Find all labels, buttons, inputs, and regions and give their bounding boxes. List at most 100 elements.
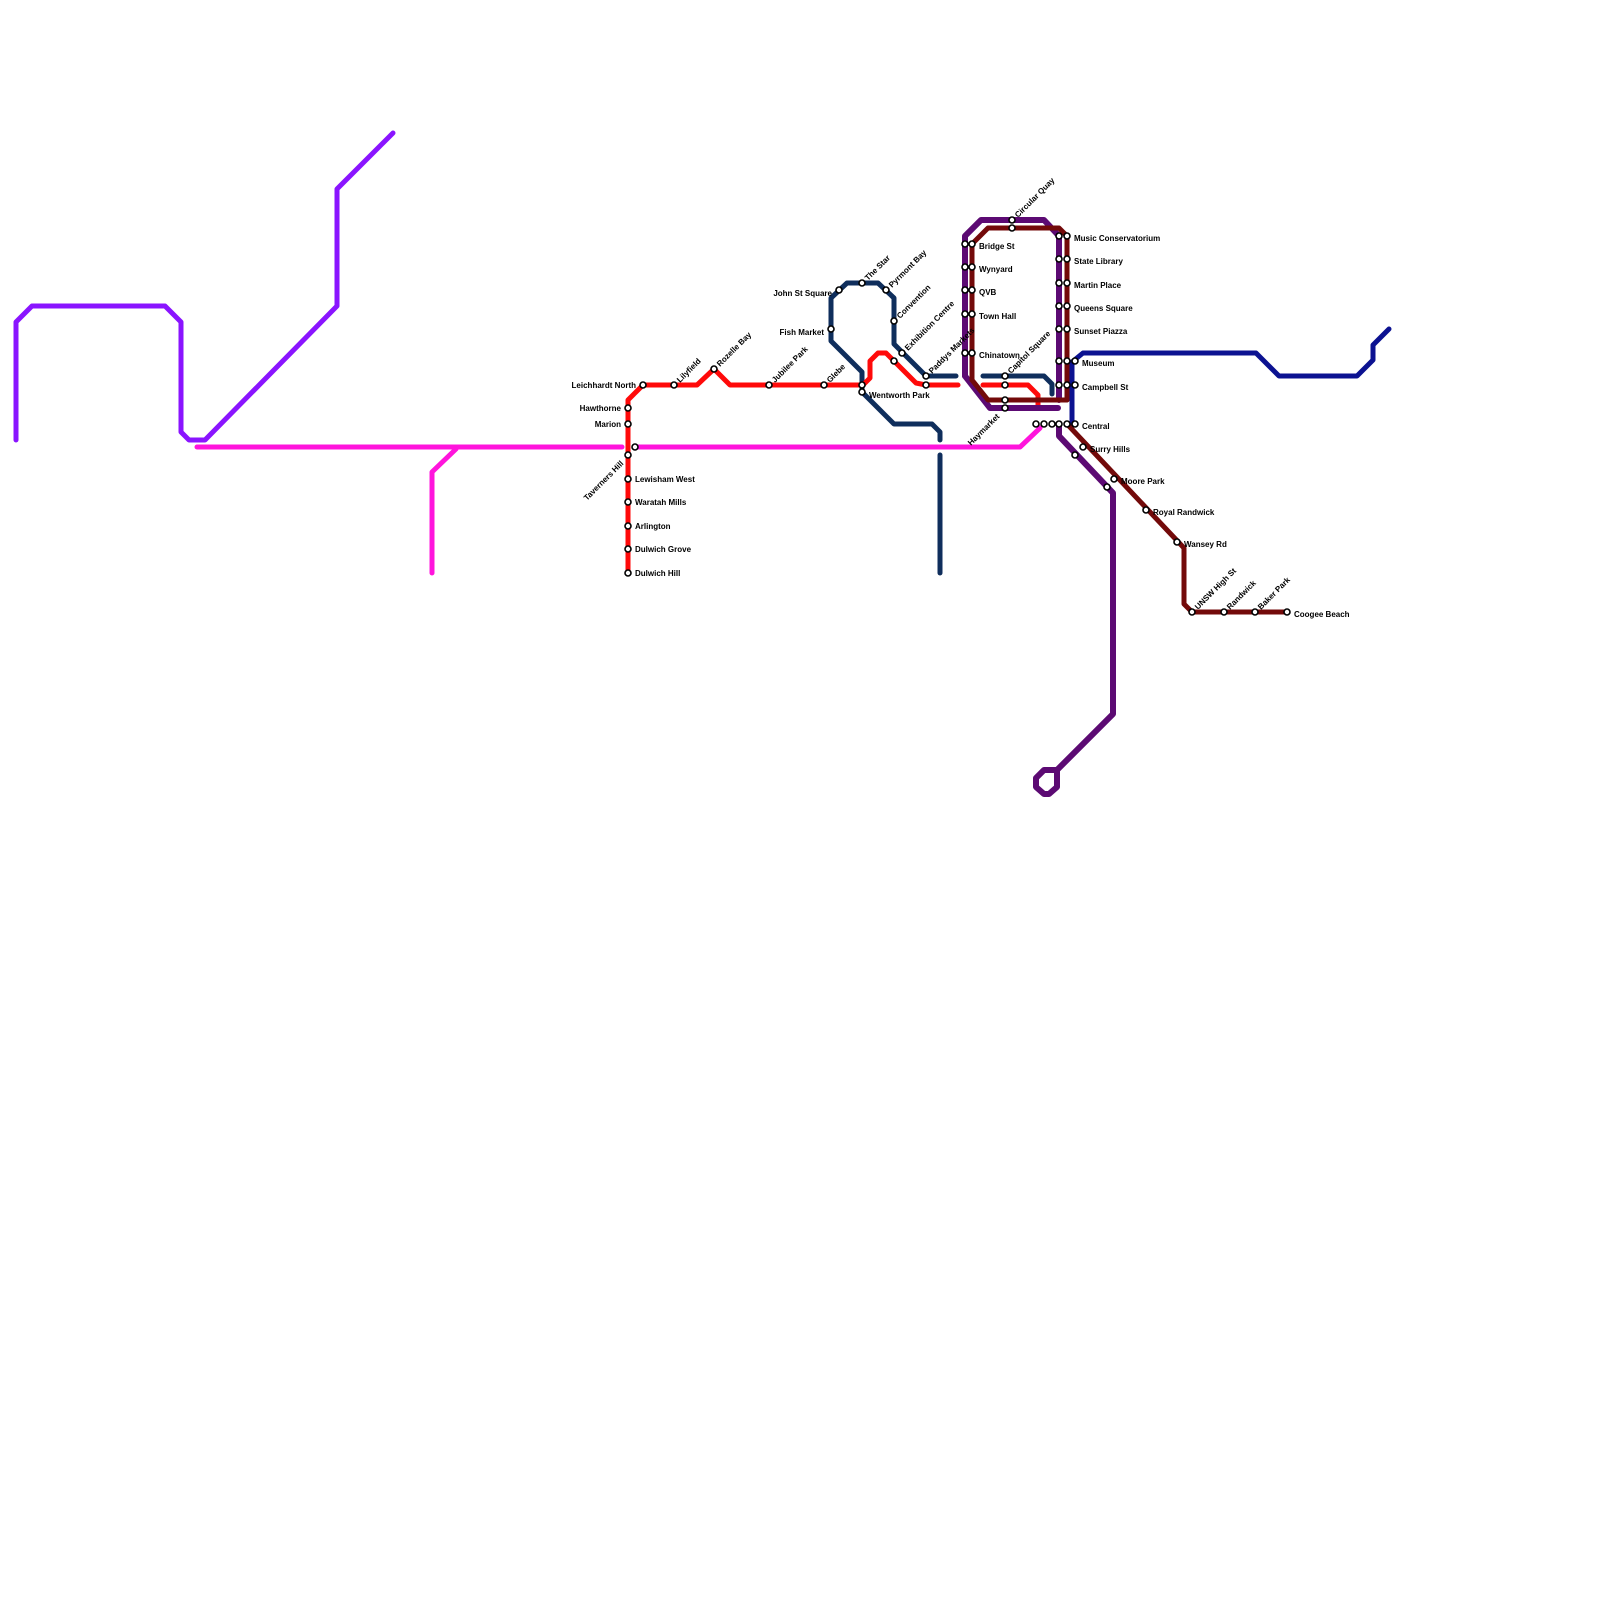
station-label-wynyard: Wynyard bbox=[979, 265, 1013, 274]
station-marker-taverners-hill-2[interactable] bbox=[631, 443, 639, 451]
station-marker-john-st-square[interactable] bbox=[835, 286, 843, 294]
station-label-dulwich-grove: Dulwich Grove bbox=[635, 545, 692, 554]
station-marker-hawthorne[interactable] bbox=[624, 404, 632, 412]
station-marker-haymarket-1[interactable] bbox=[1001, 396, 1009, 404]
station-marker-bridge-st-2[interactable] bbox=[968, 240, 976, 248]
station-marker-moore-park-2[interactable] bbox=[1110, 475, 1118, 483]
station-marker-wentworth-park-2[interactable] bbox=[858, 388, 866, 396]
station-marker-jubilee-park[interactable] bbox=[765, 381, 773, 389]
station-label-marion: Marion bbox=[595, 420, 621, 429]
purple-line-segment-1 bbox=[13, 130, 396, 443]
station-marker-dulwich-hill[interactable] bbox=[624, 569, 632, 577]
station-marker-town-hall-1[interactable] bbox=[961, 310, 969, 318]
station-marker-central-4[interactable] bbox=[1055, 420, 1063, 428]
station-marker-qvb-1[interactable] bbox=[961, 286, 969, 294]
station-label-coogee-beach: Coogee Beach bbox=[1294, 610, 1350, 619]
station-marker-dulwich-grove[interactable] bbox=[624, 545, 632, 553]
station-label-royal-randwick: Royal Randwick bbox=[1153, 508, 1215, 517]
station-marker-sunset-piazza-2[interactable] bbox=[1063, 325, 1071, 333]
navy-line-segment-3 bbox=[980, 373, 1055, 397]
station-marker-surry-hills-1[interactable] bbox=[1071, 451, 1079, 459]
station-marker-capitol-square-2[interactable] bbox=[1001, 381, 1009, 389]
station-marker-campbell-st-3[interactable] bbox=[1071, 381, 1079, 389]
station-marker-lilyfield[interactable] bbox=[670, 381, 678, 389]
station-marker-state-library-2[interactable] bbox=[1063, 255, 1071, 263]
station-marker-central-6[interactable] bbox=[1071, 420, 1079, 428]
station-marker-martin-place-2[interactable] bbox=[1063, 279, 1071, 287]
station-marker-coogee-beach[interactable] bbox=[1283, 608, 1291, 616]
station-marker-marion[interactable] bbox=[624, 420, 632, 428]
station-marker-central-3[interactable] bbox=[1048, 420, 1056, 428]
station-marker-martin-place-1[interactable] bbox=[1055, 279, 1063, 287]
station-marker-circular-quay-1[interactable] bbox=[1008, 216, 1016, 224]
station-marker-campbell-st-2[interactable] bbox=[1063, 381, 1071, 389]
station-marker-exhibition-centre-1[interactable] bbox=[890, 357, 898, 365]
station-marker-surry-hills-2[interactable] bbox=[1079, 443, 1087, 451]
station-marker-lewisham-west[interactable] bbox=[624, 475, 632, 483]
station-marker-glebe[interactable] bbox=[820, 381, 828, 389]
station-label-circular-quay: Circular Quay bbox=[1013, 176, 1057, 220]
station-marker-chinatown-2[interactable] bbox=[968, 349, 976, 357]
station-markers bbox=[624, 216, 1291, 616]
station-label-waratah-mills: Waratah Mills bbox=[635, 498, 687, 507]
station-marker-museum-1[interactable] bbox=[1055, 357, 1063, 365]
station-label-qvb: QVB bbox=[979, 288, 997, 297]
station-marker-bridge-st-1[interactable] bbox=[961, 240, 969, 248]
station-marker-wentworth-park-1[interactable] bbox=[858, 381, 866, 389]
station-marker-paddys-markets-1[interactable] bbox=[922, 372, 930, 380]
station-label-town-hall: Town Hall bbox=[979, 312, 1016, 321]
station-marker-waratah-mills[interactable] bbox=[624, 498, 632, 506]
station-label-central: Central bbox=[1082, 422, 1110, 431]
red-line-segment-2 bbox=[980, 382, 1041, 411]
station-marker-arlington[interactable] bbox=[624, 522, 632, 530]
station-label-the-star: The Star bbox=[863, 253, 892, 282]
route-lines bbox=[13, 130, 1392, 797]
station-marker-exhibition-centre-2[interactable] bbox=[898, 349, 906, 357]
station-marker-central-2[interactable] bbox=[1040, 420, 1048, 428]
station-marker-wynyard-1[interactable] bbox=[961, 263, 969, 271]
station-marker-the-star[interactable] bbox=[858, 279, 866, 287]
station-labels: Leichhardt NorthHawthorneMarionTaverners… bbox=[572, 176, 1350, 619]
station-label-hawthorne: Hawthorne bbox=[580, 404, 622, 413]
station-marker-sunset-piazza-1[interactable] bbox=[1055, 325, 1063, 333]
station-marker-town-hall-2[interactable] bbox=[968, 310, 976, 318]
station-marker-chinatown-1[interactable] bbox=[961, 349, 969, 357]
station-marker-unsw-high-st[interactable] bbox=[1188, 608, 1196, 616]
station-label-martin-place: Martin Place bbox=[1074, 281, 1122, 290]
station-marker-baker-park[interactable] bbox=[1251, 608, 1259, 616]
station-marker-central-1[interactable] bbox=[1032, 420, 1040, 428]
station-marker-randwick[interactable] bbox=[1220, 608, 1228, 616]
station-label-arlington: Arlington bbox=[635, 522, 671, 531]
station-marker-queens-square-2[interactable] bbox=[1063, 302, 1071, 310]
station-marker-music-conservatorium-2[interactable] bbox=[1063, 232, 1071, 240]
station-marker-paddys-markets-2[interactable] bbox=[922, 381, 930, 389]
station-marker-rozelle-bay[interactable] bbox=[710, 365, 718, 373]
station-label-sunset-piazza: Sunset Piazza bbox=[1074, 327, 1128, 336]
station-label-leichhardt-north: Leichhardt North bbox=[572, 381, 637, 390]
station-marker-convention[interactable] bbox=[890, 317, 898, 325]
station-marker-campbell-st-1[interactable] bbox=[1055, 381, 1063, 389]
station-marker-circular-quay-2[interactable] bbox=[1008, 224, 1016, 232]
blue-line-segment-1 bbox=[1069, 326, 1392, 427]
station-marker-queens-square-1[interactable] bbox=[1055, 302, 1063, 310]
station-marker-central-5[interactable] bbox=[1063, 420, 1071, 428]
station-marker-museum-2[interactable] bbox=[1063, 357, 1071, 365]
station-marker-wynyard-2[interactable] bbox=[968, 263, 976, 271]
station-marker-capitol-square-1[interactable] bbox=[1001, 372, 1009, 380]
station-marker-haymarket-2[interactable] bbox=[1001, 404, 1009, 412]
station-marker-moore-park-1[interactable] bbox=[1103, 483, 1111, 491]
station-label-surry-hills: Surry Hills bbox=[1090, 445, 1131, 454]
station-marker-wansey-rd[interactable] bbox=[1173, 538, 1181, 546]
station-marker-fish-market[interactable] bbox=[827, 325, 835, 333]
red-line-segment-1 bbox=[625, 350, 961, 576]
station-marker-pyrmont-bay[interactable] bbox=[882, 286, 890, 294]
station-marker-music-conservatorium-1[interactable] bbox=[1055, 232, 1063, 240]
station-marker-qvb-2[interactable] bbox=[968, 286, 976, 294]
station-marker-royal-randwick[interactable] bbox=[1142, 506, 1150, 514]
station-label-taverners-hill: Taverners Hill bbox=[582, 459, 625, 502]
station-marker-taverners-hill-1[interactable] bbox=[624, 451, 632, 459]
station-marker-state-library-1[interactable] bbox=[1055, 255, 1063, 263]
station-marker-leichhardt-north[interactable] bbox=[639, 381, 647, 389]
station-marker-museum-3[interactable] bbox=[1071, 357, 1079, 365]
